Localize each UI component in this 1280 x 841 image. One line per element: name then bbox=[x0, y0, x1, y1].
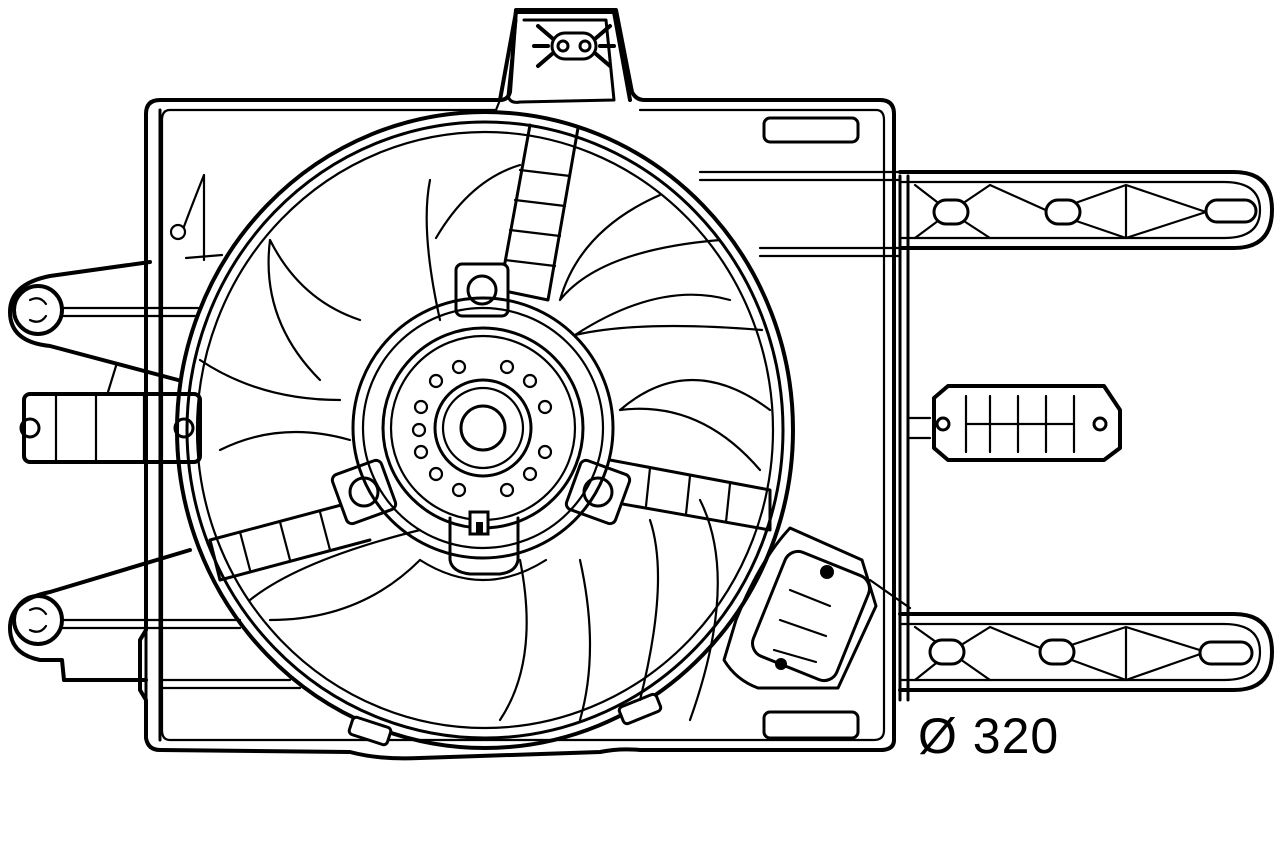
mounting-lug-middle-left bbox=[19, 364, 202, 464]
diameter-dimension-label: Ø 320 bbox=[918, 708, 1060, 764]
resistor-module bbox=[722, 526, 878, 690]
fan-blades bbox=[198, 163, 772, 722]
mounting-bracket-middle-right bbox=[906, 384, 1122, 462]
mounting-lug-lower-left bbox=[8, 548, 242, 682]
mounting-bracket-lower-right bbox=[868, 578, 1274, 692]
fan-ring bbox=[175, 110, 795, 750]
left-frame-rail bbox=[144, 108, 162, 742]
mounting-lug-upper-left bbox=[8, 260, 200, 382]
motor-hub bbox=[351, 296, 615, 582]
mounting-bracket-upper-right bbox=[898, 170, 1274, 250]
electrical-connector-top bbox=[498, 10, 632, 104]
hub-bolt-holes bbox=[411, 359, 553, 498]
